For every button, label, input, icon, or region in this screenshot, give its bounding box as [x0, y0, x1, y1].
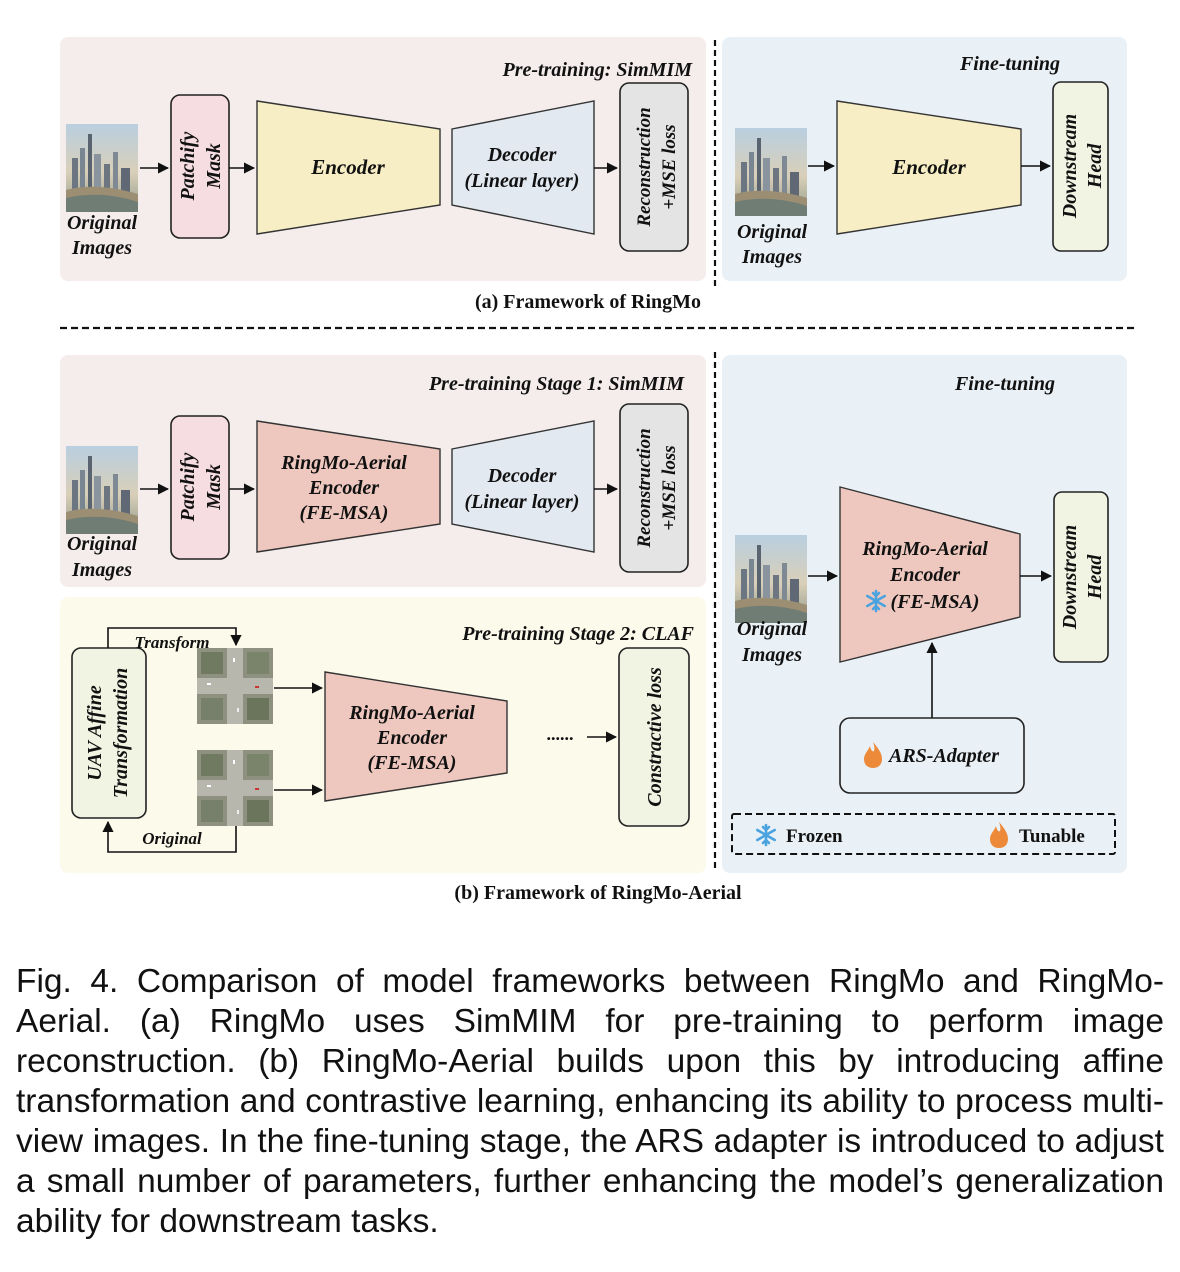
reconstruction-box-a	[619, 82, 689, 252]
label-transform: Transform	[135, 633, 210, 652]
title-b-finetune: Fine-tuning	[954, 373, 1055, 395]
original-image-a	[66, 124, 138, 212]
arrow-transform	[107, 627, 242, 648]
label-patchify-b-2: Mask	[203, 464, 225, 511]
original-image-b-ft	[735, 535, 807, 623]
label-downstream-a-2: Head	[1084, 143, 1106, 189]
label-uav-1: UAV Affine	[84, 685, 106, 781]
label-original-a-1: Original	[67, 212, 137, 234]
transformed-aerial-image	[197, 648, 273, 724]
label-original-b-2: Images	[71, 559, 132, 581]
label-original-a-ft-1: Original	[737, 221, 807, 243]
label-downstream-b-1: Downstream	[1059, 525, 1081, 630]
title-b-stage1: Pre-training Stage 1: SimMIM	[428, 373, 685, 395]
subcaption-b: (b) Framework of RingMo-Aerial	[454, 882, 742, 904]
label-reconstruction-b-2: +MSE loss	[659, 445, 680, 530]
label-original-a-ft-2: Images	[741, 246, 802, 268]
patchify-box-b	[170, 415, 230, 560]
label-patchify-b-1: Patchify	[177, 452, 199, 522]
encoder-b-claf	[324, 671, 508, 802]
encoder-a-ft	[836, 100, 1022, 235]
label-decoder-a-2: (Linear layer)	[465, 170, 580, 192]
label-adapter: ARS-Adapter	[887, 745, 999, 767]
label-original-b-1: Original	[67, 533, 137, 555]
legend-box	[731, 813, 1116, 855]
label-decoder-b-1: Decoder	[487, 465, 557, 487]
original-image-a-ft	[735, 128, 807, 216]
label-original-b-ft-1: Original	[737, 618, 807, 640]
label-claf-encoder-1: RingMo-Aerial	[348, 702, 475, 724]
label-reconstruction-a-2: +MSE loss	[659, 124, 680, 209]
downstream-head-b	[1053, 491, 1109, 663]
uav-transform-box	[71, 647, 147, 819]
label-original-stage2: Original	[142, 829, 202, 848]
legend-tunable-label: Tunable	[1019, 826, 1085, 847]
label-patchify-a-2: Mask	[203, 143, 225, 190]
patchify-box-a	[170, 94, 230, 239]
decoder-a	[451, 100, 595, 235]
framework-diagram: Pre-training: SimMIM Fine-tuning Origina…	[60, 37, 1135, 904]
original-image-b	[66, 446, 138, 534]
figure-caption: Fig. 4. Comparison of model frameworks b…	[16, 963, 1164, 1240]
arrow-original	[102, 820, 237, 853]
encoder-b	[256, 420, 441, 553]
label-encoder-a: Encoder	[310, 155, 385, 179]
title-a-pretrain: Pre-training: SimMIM	[502, 59, 694, 81]
label-dots: ......	[547, 724, 574, 744]
encoder-a	[256, 100, 441, 235]
ars-adapter-box	[839, 717, 1025, 794]
label-downstream-b-2: Head	[1084, 554, 1106, 600]
label-reconstruction-b-1: Reconstruction	[634, 428, 655, 548]
label-decoder-b-2: (Linear layer)	[465, 491, 580, 513]
contrastive-loss-box	[618, 647, 690, 827]
label-reconstruction-a-1: Reconstruction	[634, 107, 655, 227]
label-decoder-a-1: Decoder	[487, 144, 557, 166]
label-ft-encoder-3: (FE-MSA)	[891, 591, 980, 613]
label-contrastive: Constractive loss	[644, 667, 666, 807]
label-encoder-b-3: (FE-MSA)	[300, 502, 389, 524]
label-downstream-a-1: Downstream	[1059, 114, 1081, 219]
title-a-finetune: Fine-tuning	[959, 53, 1060, 75]
label-ft-encoder-1: RingMo-Aerial	[861, 538, 988, 560]
legend-frozen-label: Frozen	[786, 826, 843, 847]
label-encoder-a-ft: Encoder	[891, 155, 966, 179]
encoder-b-ft	[839, 486, 1021, 663]
subcaption-a: (a) Framework of RingMo	[475, 291, 701, 313]
label-encoder-b-1: RingMo-Aerial	[280, 452, 407, 474]
label-ft-encoder-2: Encoder	[889, 564, 960, 586]
label-claf-encoder-3: (FE-MSA)	[368, 752, 457, 774]
label-patchify-a-1: Patchify	[177, 131, 199, 201]
decoder-b	[451, 420, 595, 553]
title-b-stage2: Pre-training Stage 2: CLAF	[461, 623, 694, 645]
label-encoder-b-2: Encoder	[308, 477, 379, 499]
label-uav-2: Transformation	[110, 668, 132, 798]
original-aerial-image	[197, 750, 273, 826]
downstream-head-a	[1052, 81, 1109, 252]
label-claf-encoder-2: Encoder	[376, 727, 447, 749]
label-original-b-ft-2: Images	[741, 644, 802, 666]
label-original-a-2: Images	[71, 237, 132, 259]
reconstruction-box-b	[619, 403, 689, 573]
